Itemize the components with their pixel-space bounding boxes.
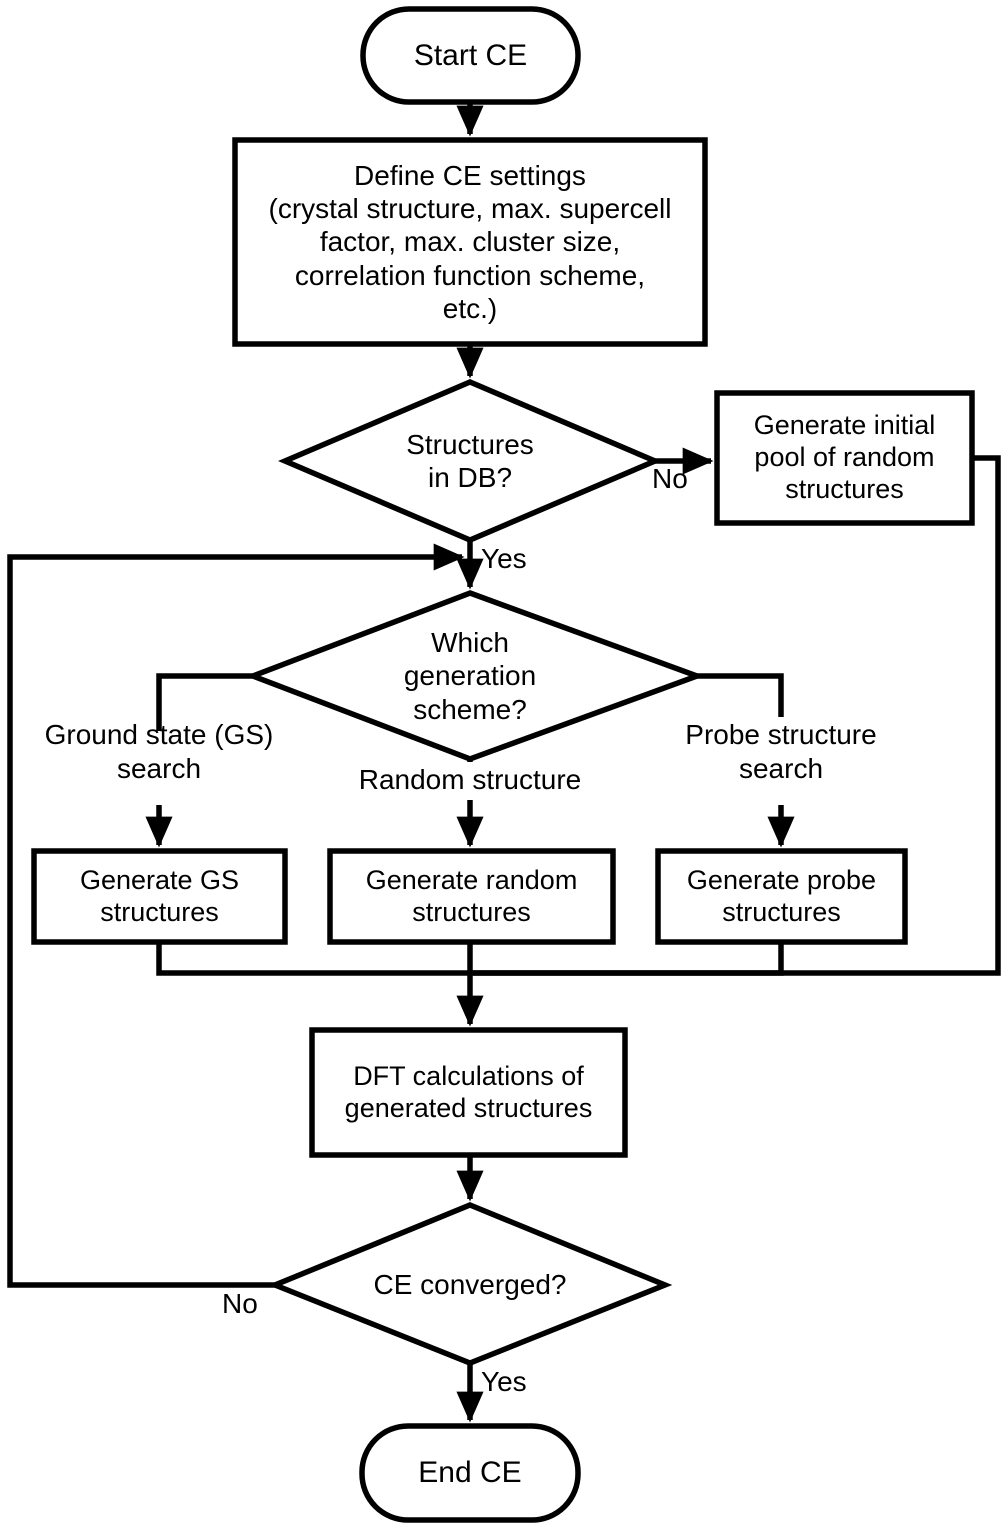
edge-gs-to-bus <box>156 942 470 976</box>
shape-ce-converged <box>267 1202 673 1366</box>
shape-dft <box>309 1027 628 1158</box>
shape-which-scheme <box>245 590 706 762</box>
edge-scheme-to-gs-a <box>156 673 253 731</box>
shape-initial-pool <box>714 390 975 526</box>
shape-start <box>360 6 581 105</box>
shape-structures-in-db <box>277 379 663 543</box>
shape-generate-probe <box>655 848 908 945</box>
shape-generate-random <box>327 848 616 945</box>
edge-probe-to-bus <box>470 942 784 976</box>
edge-scheme-to-probe-a <box>697 673 784 717</box>
edge-converged-no-loopback <box>7 543 465 1288</box>
shape-settings <box>232 137 708 347</box>
shape-generate-gs <box>31 848 288 945</box>
shape-end <box>359 1423 581 1523</box>
